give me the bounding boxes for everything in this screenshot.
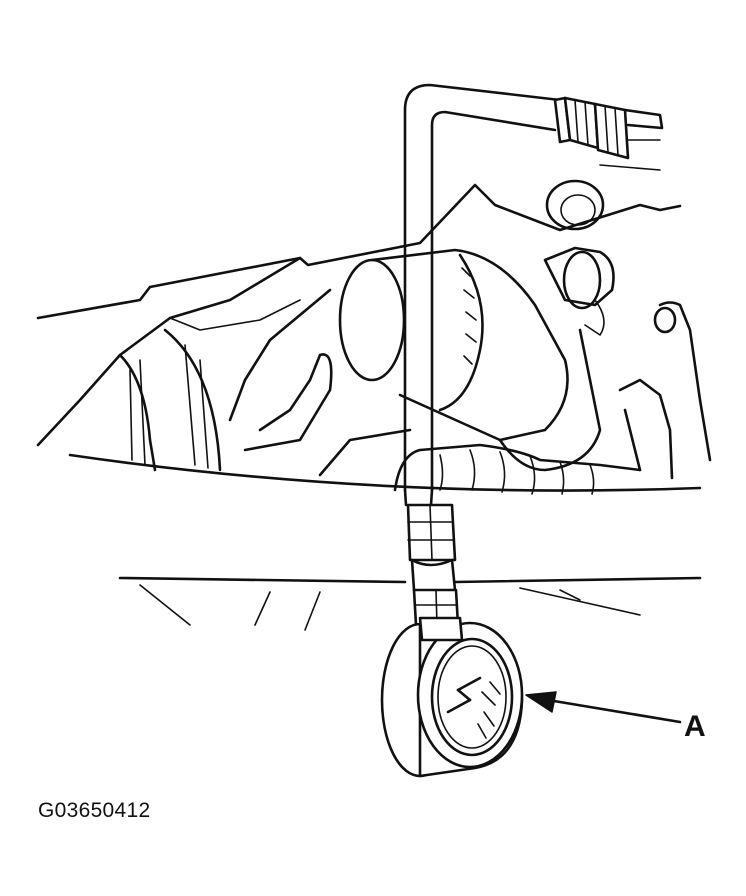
callout-label-a: A [684, 710, 706, 743]
top-fitting [553, 96, 664, 171]
fender-outline [36, 183, 682, 447]
figure-id: G03650412 [38, 799, 151, 822]
pressure-gauge [380, 616, 524, 778]
port-ring [545, 179, 605, 231]
callout-arrow [525, 691, 682, 724]
elbow-fitting [543, 246, 712, 462]
section-lines [68, 453, 702, 631]
engine-housing [118, 288, 674, 480]
fuel-hose [403, 83, 562, 507]
lower-fittings [406, 503, 460, 627]
fuel-filter [338, 248, 602, 472]
